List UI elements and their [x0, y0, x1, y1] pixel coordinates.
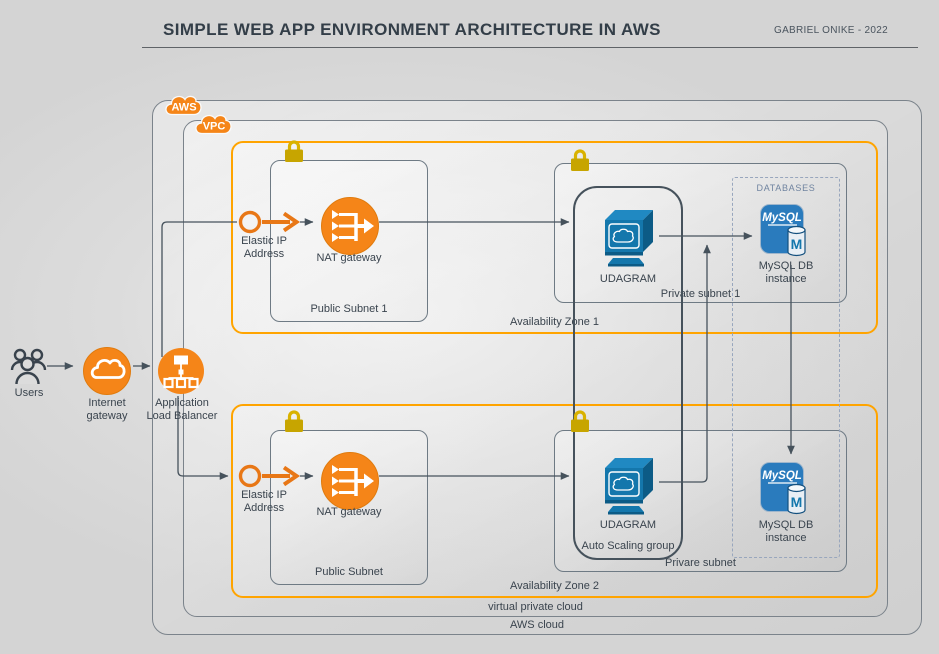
udagram-2-icon: [597, 450, 659, 516]
mysql-m-text: M: [791, 236, 803, 252]
vpc-badge-text: VPC: [203, 121, 226, 133]
page-title: SIMPLE WEB APP ENVIRONMENT ARCHITECTURE …: [163, 20, 661, 39]
load-balancer-icon: [158, 348, 204, 394]
nat-gateway-2-icon: [321, 452, 379, 510]
load-balancer-label: Application Load Balancer: [146, 397, 218, 422]
mysql-2-icon: MySQL M: [760, 462, 812, 520]
vpc-container: virtual private cloud: [183, 120, 888, 617]
mysql-logo-text: MySQL: [762, 212, 802, 224]
aws-cloud-container: AWS cloud: [152, 100, 922, 635]
private-subnet-2-label: Privare subnet: [665, 557, 736, 569]
elastic-ip-2-label: Elastic IP Address: [241, 489, 287, 514]
mysql-1-label: MySQL DB instance: [758, 260, 814, 285]
mysql-1-icon: MySQL M: [760, 204, 812, 262]
auto-scaling-label: Auto Scaling group: [581, 540, 675, 552]
udagram-1-icon: [597, 202, 659, 268]
az2-label: Availability Zone 2: [509, 580, 600, 592]
aws-badge-text: AWS: [171, 102, 196, 114]
internet-gateway-icon: [83, 347, 131, 395]
public-subnet-1-label: Public Subnet 1: [310, 303, 388, 315]
az1-label: Availability Zone 1: [509, 316, 600, 328]
lock-icon: [283, 409, 305, 433]
mysql-2-label: MySQL DB instance: [758, 519, 814, 544]
nat-gateway-1-icon: [321, 197, 379, 255]
aws-cloud-label: AWS cloud: [509, 619, 565, 631]
lock-icon: [283, 139, 305, 163]
mysql-logo-text: MySQL: [762, 470, 802, 482]
nat-gateway-2-label: NAT gateway: [316, 506, 382, 518]
databases-group: DATABASES: [732, 177, 840, 558]
users-icon: [6, 346, 52, 390]
elastic-ip-1-label: Elastic IP Address: [241, 235, 287, 260]
author-credit: GABRIEL ONIKE - 2022: [773, 25, 888, 36]
vpc-label: virtual private cloud: [488, 601, 583, 613]
databases-label: DATABASES: [756, 183, 816, 193]
public-subnet-2-label: Public Subnet: [315, 566, 383, 578]
nat-gateway-1-label: NAT gateway: [316, 252, 382, 264]
lock-icon: [569, 148, 591, 172]
aws-cloud-badge-icon: AWS: [162, 91, 208, 119]
udagram-2-label: UDAGRAM: [599, 519, 657, 531]
vpc-badge-icon: VPC: [192, 110, 238, 138]
internet-gateway-label: Internet gateway: [86, 397, 128, 422]
lock-icon: [569, 409, 591, 433]
mysql-m-text: M: [791, 494, 803, 510]
title-rule: [142, 47, 918, 48]
udagram-1-label: UDAGRAM: [599, 273, 657, 285]
users-label: Users: [14, 387, 44, 399]
